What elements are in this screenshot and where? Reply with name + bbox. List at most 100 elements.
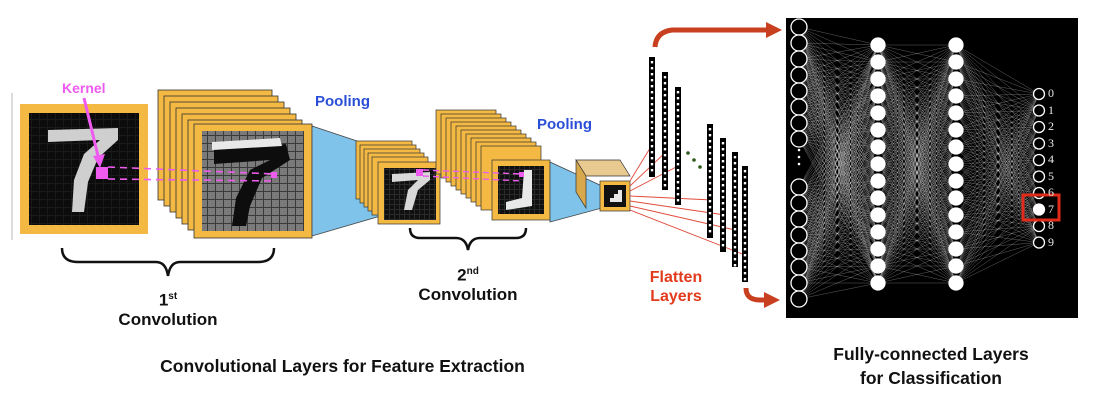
pooled-maps-1: [355, 140, 441, 225]
kernel-square: [96, 167, 108, 179]
network-node: [948, 173, 964, 189]
network-node: [948, 54, 964, 70]
conv1-word: Convolution: [118, 309, 218, 329]
network-node: [790, 226, 808, 244]
input-image: [20, 104, 148, 234]
network-node: [870, 173, 886, 189]
network-node: [790, 34, 808, 52]
network-node: [790, 66, 808, 84]
network-node: [948, 224, 964, 240]
network-node: [870, 190, 886, 206]
conv1-label: 1st Convolution: [108, 287, 228, 329]
conv2-word: Convolution: [418, 284, 518, 304]
curly-brace-icon: [60, 247, 276, 277]
network-node: [948, 139, 964, 155]
conv1-number: 1: [158, 290, 169, 310]
network-node: [948, 258, 964, 274]
classification-title-line-2: for Classification: [860, 368, 1002, 388]
output-digit-label: 4: [1048, 152, 1054, 166]
kernel-projection-1: [107, 166, 276, 182]
network-node: [790, 194, 808, 212]
network-node: [1032, 170, 1046, 183]
network-node: [870, 139, 886, 155]
flatten-line-1: Flatten: [649, 269, 703, 286]
network-node: [870, 241, 886, 257]
network-node: [870, 156, 886, 172]
network-node: [790, 114, 808, 132]
network-node: [870, 275, 886, 291]
network-node: [948, 207, 964, 223]
output-digit-label: 5: [1048, 168, 1054, 183]
network-node: [948, 122, 964, 138]
classification-title: Fully-connected Layers for Classificatio…: [808, 342, 1054, 390]
network-node: [948, 275, 964, 291]
flatten-arrow-icon: [652, 27, 768, 48]
flatten-arrow-icon: [743, 287, 766, 303]
output-digit-label: 0: [1048, 86, 1054, 100]
flattened-vectors: [649, 57, 748, 282]
flatten-lines: [629, 139, 746, 256]
network-node: [948, 241, 964, 257]
conv2-feature-maps: [435, 109, 551, 221]
kernel-label: Kernel: [62, 80, 106, 96]
output-digit-label: 6: [1048, 185, 1054, 199]
flattened-vector: [707, 124, 713, 238]
output-digit-label: 7: [1048, 201, 1054, 216]
network-node: [1032, 203, 1046, 216]
network-node: [1032, 219, 1046, 233]
network-node: [870, 224, 886, 240]
classification-title-line-1: Fully-connected Layers: [833, 344, 1029, 364]
network-node: [870, 37, 886, 53]
conv1-ordinal: st: [168, 291, 178, 302]
network-node: [790, 290, 808, 308]
conv2-label: 2nd Convolution: [408, 262, 528, 304]
network-node: [1032, 104, 1046, 117]
network-node: [790, 242, 808, 260]
network-node: [870, 105, 886, 121]
network-node: [1032, 120, 1046, 134]
network-node: [790, 98, 808, 116]
network-node: [948, 37, 964, 53]
network-node: [870, 88, 886, 104]
kernel-projection-2: [422, 169, 523, 182]
curly-brace-icon: [408, 227, 528, 251]
network-node: [1032, 137, 1046, 150]
network-node: [1032, 186, 1046, 200]
network-node: [790, 210, 808, 228]
conv1-feature-maps: [157, 89, 313, 239]
network-node: [1032, 87, 1046, 101]
network-node: [790, 18, 808, 36]
flattened-vector: [732, 152, 738, 267]
feature-extraction-title: Convolutional Layers for Feature Extract…: [160, 356, 525, 376]
network-node: [870, 122, 886, 138]
network-node: [870, 258, 886, 274]
flatten-label: Flatten Layers: [636, 268, 716, 306]
kernel-arrow-icon: [82, 97, 105, 168]
output-digit-label: 1: [1048, 102, 1054, 117]
network-node: [948, 190, 964, 206]
network-node: [948, 88, 964, 104]
output-digit-label: 9: [1048, 234, 1054, 249]
network-node: [948, 105, 964, 121]
output-digit-label: 8: [1048, 218, 1054, 232]
network-node: [790, 258, 808, 276]
flatten-line-2: Layers: [650, 288, 702, 305]
network-node: [1032, 153, 1046, 167]
network-node: [870, 207, 886, 223]
network-node: [790, 178, 808, 196]
ellipsis-dots: [686, 151, 702, 169]
flattened-vector: [720, 138, 726, 252]
fully-connected-network: [786, 18, 1078, 318]
conv2-ordinal: nd: [466, 266, 479, 277]
network-node: [948, 156, 964, 172]
network-node: [870, 54, 886, 70]
network-node: [790, 50, 808, 68]
conv2-number: 2: [457, 265, 467, 285]
network-node: [948, 71, 964, 87]
pooled-maps-2: [575, 158, 631, 212]
prediction-highlight-icon: [1021, 193, 1061, 222]
network-node: [790, 274, 808, 292]
network-node: [1032, 236, 1046, 249]
